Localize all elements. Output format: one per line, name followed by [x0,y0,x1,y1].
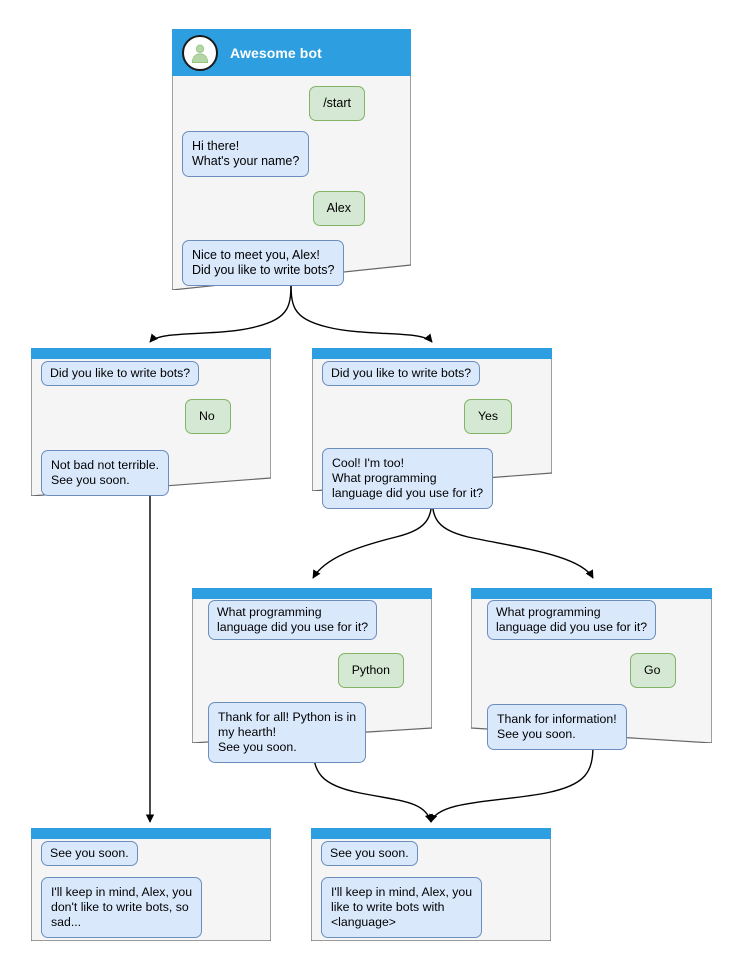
message-list: See you soon. I'll keep in mind, Alex, y… [31,841,271,948]
user-bubble[interactable]: Yes [463,399,512,434]
user-bubble[interactable]: Alex [312,191,365,226]
message-list: Did you like to write bots? Yes Cool! I'… [312,361,552,519]
card-end-no[interactable]: See you soon. I'll keep in mind, Alex, y… [31,828,271,941]
bot-bubble: See you soon. [321,841,418,866]
user-bubble[interactable]: /start [309,86,365,121]
card-no-branch[interactable]: Did you like to write bots? No Not bad n… [31,348,271,496]
message-list: See you soon. I'll keep in mind, Alex, y… [311,841,551,948]
message-row: See you soon. [41,841,261,866]
message-row: Nice to meet you, Alex! Did you like to … [182,240,401,286]
message-row: Cool! I'm too! What programming language… [322,448,542,509]
message-row: Did you like to write bots? [41,361,261,386]
bot-bubble: What programming language did you use fo… [487,600,657,640]
message-row: No [41,399,261,434]
message-list: What programming language did you use fo… [192,600,432,773]
bot-bubble: I'll keep in mind, Alex, you like to wri… [321,877,483,938]
card-yes-branch[interactable]: Did you like to write bots? Yes Cool! I'… [312,348,552,509]
message-row: Hi there! What's your name? [182,131,401,177]
card-header-bar [312,348,552,359]
message-row: I'll keep in mind, Alex, you don't like … [41,877,261,938]
user-bubble[interactable]: Go [630,653,676,688]
message-row: Thank for all! Python is in my hearth! S… [208,702,416,763]
bot-bubble: Thank for information! See you soon. [487,704,627,750]
bot-bubble: Thank for all! Python is in my hearth! S… [208,702,367,763]
message-row: Alex [182,191,401,226]
card-header-bar [192,588,432,599]
message-row: Not bad not terrible. See you soon. [41,450,261,496]
card-python-branch[interactable]: What programming language did you use fo… [192,588,432,763]
bot-bubble: What programming language did you use fo… [208,600,378,640]
message-row: I'll keep in mind, Alex, you like to wri… [321,877,541,938]
bot-bubble: I'll keep in mind, Alex, you don't like … [41,877,203,938]
card-header-bar [31,348,271,359]
bot-bubble: Hi there! What's your name? [182,131,310,177]
message-row: Python [208,653,416,688]
message-row: /start [182,86,401,121]
bot-bubble: See you soon. [41,841,138,866]
card-header-root: Awesome bot [172,29,411,76]
bot-bubble: Cool! I'm too! What programming language… [322,448,494,509]
message-row: See you soon. [321,841,541,866]
card-title-root: Awesome bot [230,44,322,61]
card-end-yes[interactable]: See you soon. I'll keep in mind, Alex, y… [311,828,551,941]
bot-bubble: Did you like to write bots? [41,361,200,386]
message-row: Did you like to write bots? [322,361,542,386]
card-header-bar [471,588,712,599]
card-go-branch[interactable]: What programming language did you use fo… [471,588,712,750]
bot-bubble: Nice to meet you, Alex! Did you like to … [182,240,345,286]
message-list-root: /start Hi there! What's your name? Alex … [172,86,411,296]
message-row: Go [487,653,696,688]
card-header-bar [311,828,551,839]
message-row: What programming language did you use fo… [208,600,416,640]
message-row: Thank for information! See you soon. [487,704,696,750]
bot-bubble: Not bad not terrible. See you soon. [41,450,170,496]
bot-bubble: Did you like to write bots? [322,361,481,386]
message-list: What programming language did you use fo… [471,600,712,760]
person-icon [182,34,218,71]
card-header-bar [31,828,271,839]
user-bubble[interactable]: No [185,399,231,434]
message-row: Yes [322,399,542,434]
message-list: Did you like to write bots? No Not bad n… [31,361,271,506]
user-bubble[interactable]: Python [337,653,404,688]
message-row: What programming language did you use fo… [487,600,696,640]
card-root[interactable]: Awesome bot /start Hi there! What's your… [172,29,411,290]
